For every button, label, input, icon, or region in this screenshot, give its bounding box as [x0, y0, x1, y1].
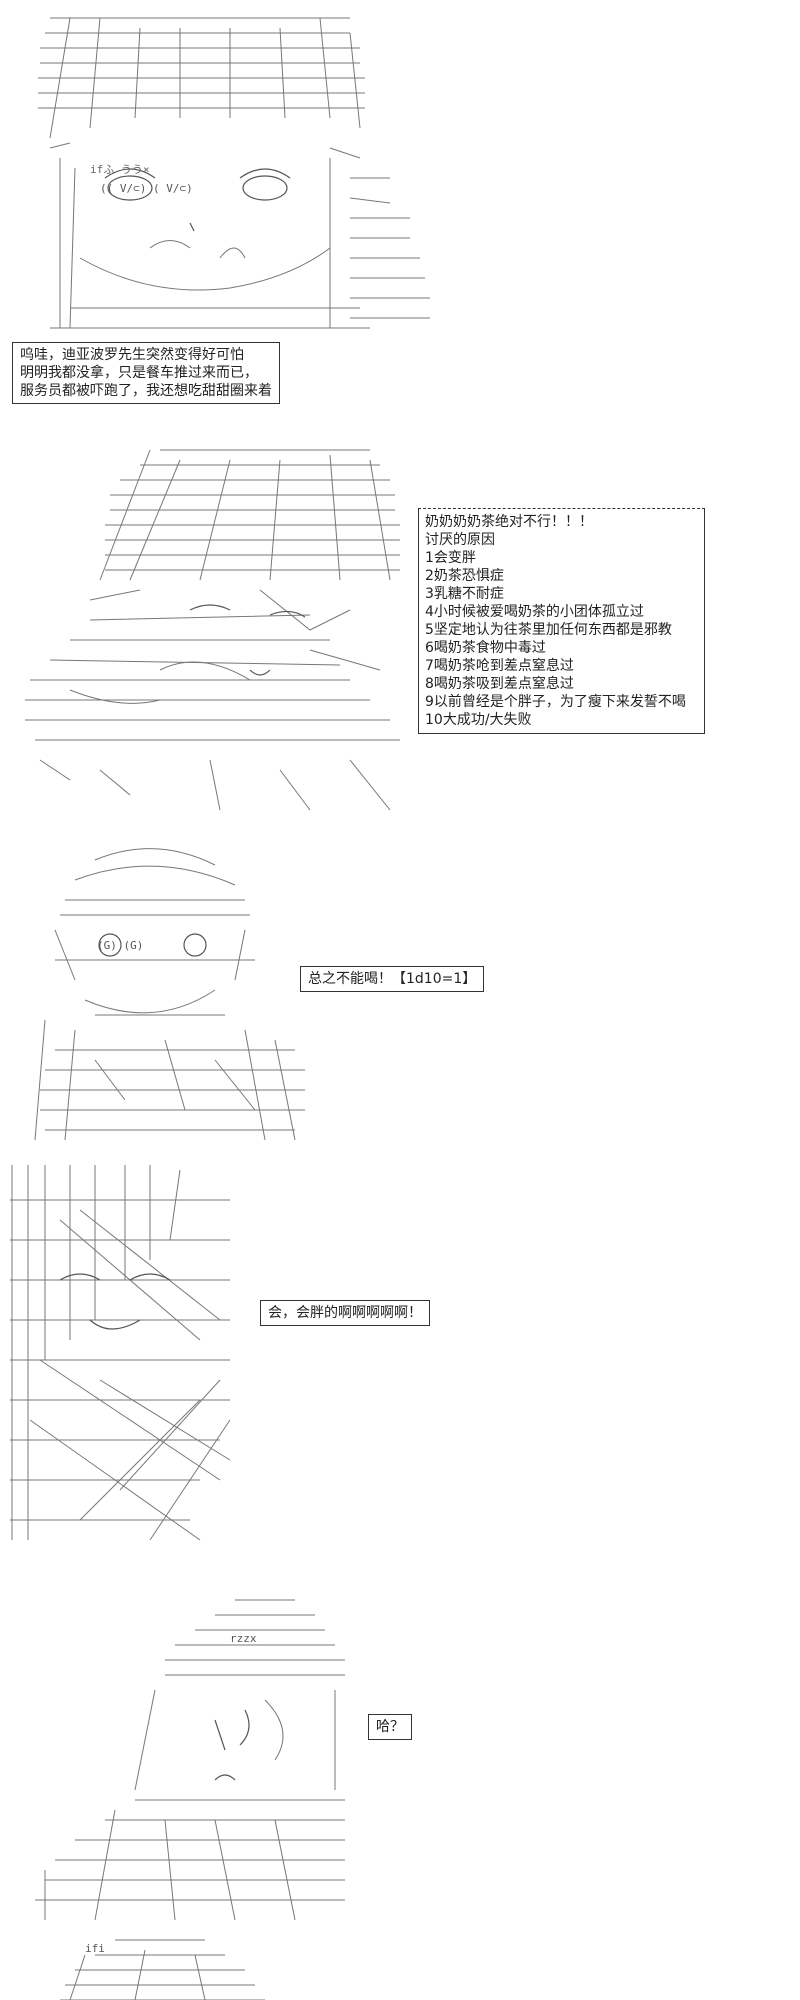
art-text-tags: ifふ うう× [90, 163, 150, 176]
ascii-art-figure-6: ifi [55, 1930, 275, 2000]
panel-6: ifi [0, 1930, 800, 2000]
ascii-art-figure-4 [0, 1160, 250, 1580]
list-line: 7喝奶茶呛到差点窒息过 [425, 658, 574, 674]
ascii-art-figure-3: (G) (G) [15, 840, 315, 1140]
panel-5: rzzx 哈？ [0, 1590, 800, 1920]
bubble-line: 总之不能喝！【1d10=1】 [308, 971, 477, 987]
list-line: 1会变胖 [425, 550, 476, 566]
art-text-hair: ifi [85, 1942, 105, 1955]
art-text-eyes: (( V/⊂) ( V/⊂) [100, 182, 193, 195]
speech-bubble-5: 哈？ [368, 1714, 412, 1740]
list-line: 6喝奶茶食物中毒过 [425, 640, 546, 656]
ascii-art-figure-5: rzzx [15, 1590, 355, 1920]
list-line: 10大成功/大失败 [425, 712, 532, 728]
bubble-line: 会，会胖的啊啊啊啊啊！ [268, 1305, 422, 1321]
list-title: 奶奶奶奶茶绝对不行！！！ [425, 514, 593, 530]
list-line: 2奶茶恐惧症 [425, 568, 504, 584]
panel-2: 奶奶奶奶茶绝对不行！！！ 讨厌的原因 1会变胖 2奶茶恐惧症 3乳糖不耐症 4小… [0, 440, 800, 830]
list-line: 讨厌的原因 [425, 532, 495, 548]
speech-bubble-1: 呜哇，迪亚波罗先生突然变得好可怕 明明我都没拿，只是餐车推过来而已， 服务员都被… [12, 342, 280, 404]
list-bubble: 奶奶奶奶茶绝对不行！！！ 讨厌的原因 1会变胖 2奶茶恐惧症 3乳糖不耐症 4小… [418, 508, 705, 734]
list-line: 8喝奶茶吸到差点窒息过 [425, 676, 574, 692]
panel-4: 会，会胖的啊啊啊啊啊！ [0, 1160, 800, 1580]
ascii-art-figure-1: ifふ うう× (( V/⊂) ( V/⊂) [30, 8, 450, 338]
list-line: 9以前曾经是个胖子，为了瘦下来发誓不喝 [425, 694, 686, 710]
list-line: 4小时候被爱喝奶茶的小团体孤立过 [425, 604, 644, 620]
ascii-art-figure-2 [10, 440, 420, 820]
speech-bubble-3: 总之不能喝！【1d10=1】 [300, 966, 485, 992]
speech-bubble-4: 会，会胖的啊啊啊啊啊！ [260, 1300, 430, 1326]
art-text-hair: rzzx [230, 1632, 257, 1645]
bubble-line: 明明我都没拿，只是餐车推过来而已， [20, 365, 258, 381]
art-text-eyes: (G) (G) [97, 939, 143, 952]
bubble-line: 服务员都被吓跑了，我还想吃甜甜圈来着 [20, 383, 272, 399]
bubble-line: 呜哇，迪亚波罗先生突然变得好可怕 [20, 347, 244, 363]
bubble-line: 哈？ [376, 1719, 404, 1735]
list-line: 5坚定地认为往茶里加任何东西都是邪教 [425, 622, 672, 638]
panel-1: ifふ うう× (( V/⊂) ( V/⊂) 呜哇，迪亚波罗先生突然变得好可怕 … [0, 0, 800, 420]
list-line: 3乳糖不耐症 [425, 586, 504, 602]
panel-3: (G) (G) 总之不能喝！【1d10=1】 [0, 840, 800, 1150]
